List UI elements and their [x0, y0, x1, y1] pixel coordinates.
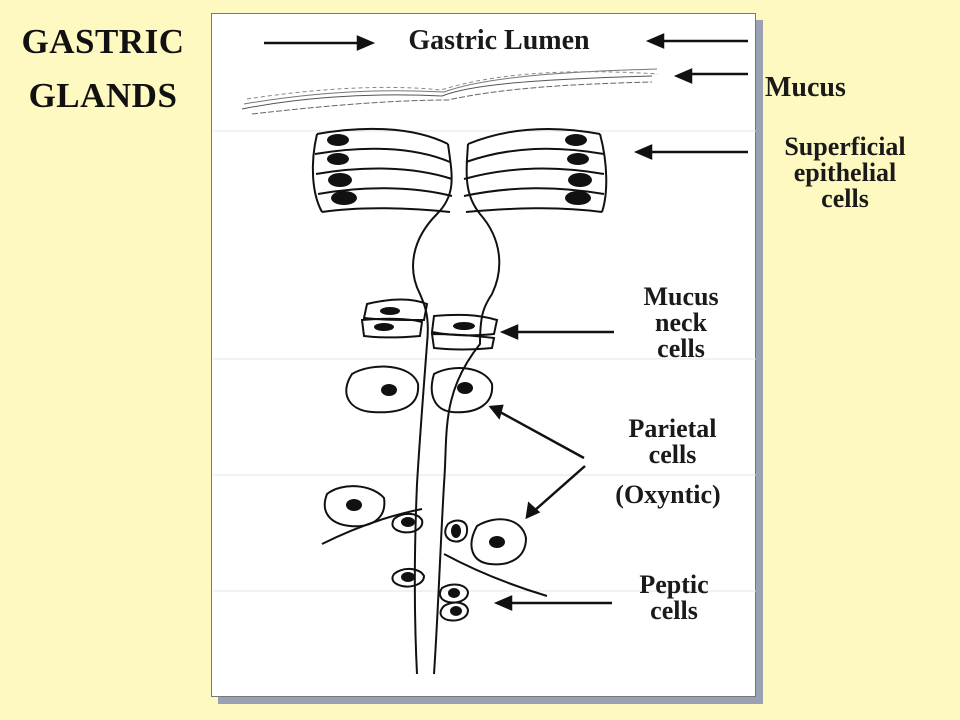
superficial-label-line-2: epithelial	[793, 158, 897, 187]
page-title-line-2: GLANDS	[28, 76, 178, 115]
gland-diagram-panel	[211, 13, 756, 697]
superficial-label-line-1: Superficial	[784, 132, 906, 161]
superficial-label-line-3: cells	[821, 184, 869, 213]
parietal-label-line-1: Parietal	[628, 414, 717, 443]
superficial-epithelial-cells-label: Superficial epithelial cells	[760, 134, 930, 212]
page-title-line-1: GASTRIC	[21, 22, 185, 61]
gastric-gland-drawing	[213, 33, 756, 675]
parietal-cells-label: Parietal cells	[600, 416, 745, 468]
peptic-label-line-1: Peptic	[639, 570, 709, 599]
neck-label-line-2: neck	[655, 308, 707, 337]
peptic-label-line-2: cells	[650, 596, 698, 625]
neck-label-line-1: Mucus	[643, 282, 719, 311]
neck-label-line-3: cells	[657, 334, 705, 363]
gastric-lumen-label: Gastric Lumen	[408, 25, 590, 56]
oxyntic-label: (Oxyntic)	[615, 480, 721, 509]
mucus-label: Mucus	[765, 72, 846, 103]
mucus-neck-cells-label: Mucus neck cells	[616, 284, 746, 362]
parietal-label-line-2: cells	[648, 440, 697, 469]
peptic-cells-label: Peptic cells	[614, 572, 734, 624]
